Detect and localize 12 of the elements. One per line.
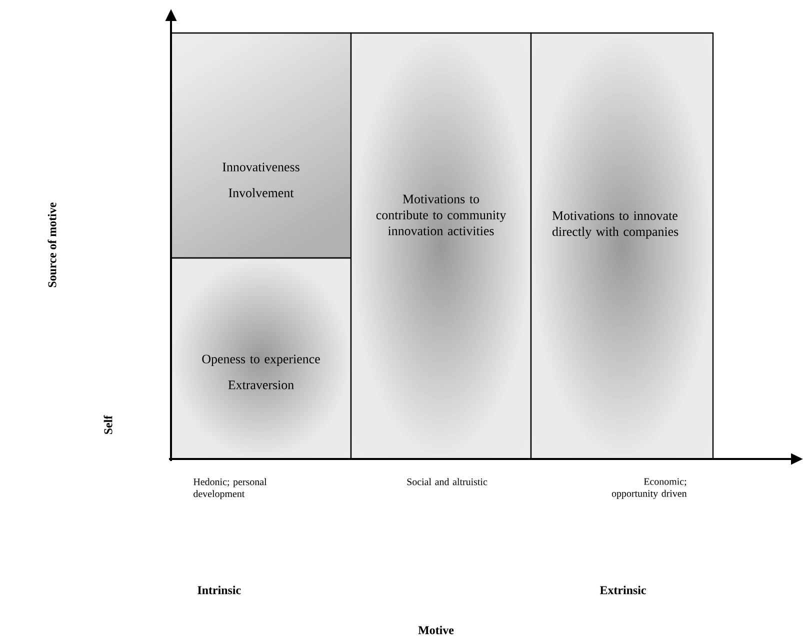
- axis-label: Intrinsic: [198, 586, 241, 594]
- category-label: Economic; opportunity driven: [612, 478, 687, 499]
- quadrant-box: Motivations to innovate directly with companies: [530, 32, 714, 460]
- axis-label: Extrinsic: [600, 586, 646, 594]
- axis-label: Source of motive: [48, 202, 56, 288]
- quadrant-box: Motivations to contribute to community innovation activities: [350, 32, 532, 460]
- quadrant-box: Openess to experience Extraversion: [170, 257, 352, 460]
- category-label: Hedonic; personal development: [194, 478, 267, 500]
- axis-label: Motive: [418, 626, 454, 634]
- axis-label: Self: [104, 415, 112, 434]
- quadrant-box: Innovativeness Involvement: [170, 32, 352, 259]
- category-label: Social and altruistic: [407, 478, 488, 486]
